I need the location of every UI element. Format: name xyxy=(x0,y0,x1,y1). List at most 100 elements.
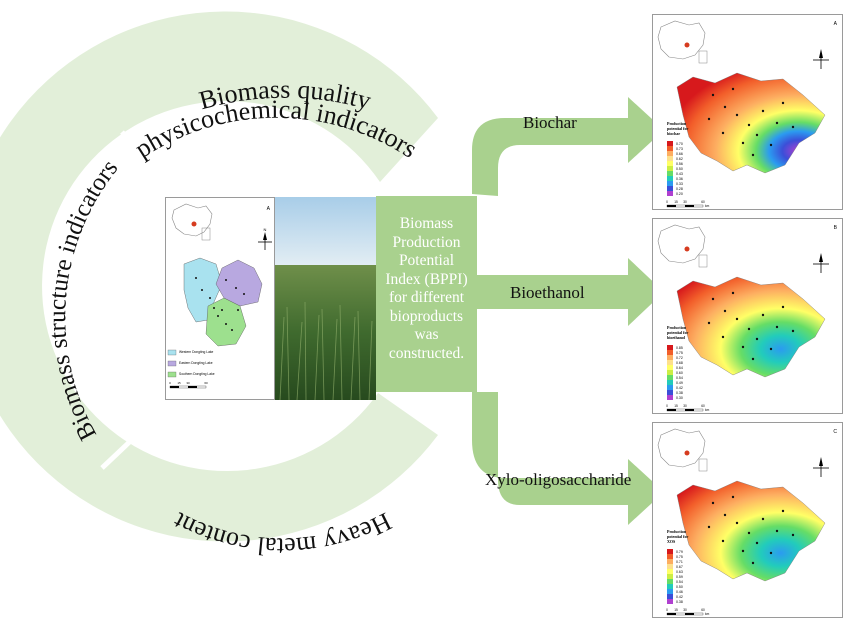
legend-value: 0.71 xyxy=(676,560,683,564)
svg-text:60: 60 xyxy=(204,381,208,385)
scale-label: 60 xyxy=(701,200,705,204)
branch-label-xos: Xylo-oligosaccharide xyxy=(485,470,632,489)
sampling-point xyxy=(723,513,727,517)
legend-label-western: Western Dongting Lake xyxy=(179,350,214,354)
arrow-biochar xyxy=(472,97,664,196)
legend-value: 0.60 xyxy=(676,371,683,375)
legend-value: 0.72 xyxy=(676,356,683,360)
legend-swatch xyxy=(667,549,673,554)
inset-panel-letter: A xyxy=(267,206,271,212)
china-outline xyxy=(657,224,706,264)
map-panel-letter: B xyxy=(834,225,838,231)
legend-swatch xyxy=(667,589,673,594)
sampling-point xyxy=(761,517,765,521)
production-potential-surface xyxy=(676,276,826,378)
arrow-bioethanol xyxy=(477,258,664,326)
sampling-point xyxy=(711,501,715,505)
sampling-point xyxy=(741,141,745,145)
legend-value: 0.59 xyxy=(676,575,683,579)
scale-unit: km xyxy=(705,408,710,412)
legend-value: 0.56 xyxy=(676,162,683,166)
sampling-point xyxy=(721,131,725,135)
legend-value: 0.54 xyxy=(676,376,683,380)
scale-label: 0 xyxy=(666,608,668,612)
legend-swatch xyxy=(667,161,673,166)
center-text: Biomass Production Potential Index (BPPI… xyxy=(378,215,475,363)
legend-swatch xyxy=(667,370,673,375)
sampling-point xyxy=(775,325,779,329)
scale-label: 0 xyxy=(666,200,668,204)
sampling-point xyxy=(751,561,755,565)
legend-title-line: potential for xyxy=(667,126,688,131)
scale-bar-segment xyxy=(685,409,694,411)
sampling-point xyxy=(747,327,751,331)
center-line: Index (BPPI) xyxy=(385,270,468,288)
study-location-marker xyxy=(191,221,197,227)
legend-swatch xyxy=(667,181,673,186)
scale-label: 15 xyxy=(674,200,678,204)
legend-value: 0.42 xyxy=(676,386,683,390)
scale-bar-segment xyxy=(667,409,676,411)
legend-title-line: biochar xyxy=(667,131,680,136)
ring-separator-bottom xyxy=(100,413,160,470)
china-outline xyxy=(657,20,706,60)
sampling-point xyxy=(769,551,773,555)
south-sea-inset xyxy=(698,458,708,472)
sampling-point xyxy=(711,297,715,301)
legend-value: 0.50 xyxy=(676,585,683,589)
scale-bar-segment xyxy=(685,205,694,207)
sampling-point xyxy=(707,117,711,121)
sampling-point xyxy=(751,357,755,361)
legend-value: 0.79 xyxy=(676,550,683,554)
legend-value: 0.64 xyxy=(676,366,683,370)
legend-swatch xyxy=(667,191,673,196)
sampling-point xyxy=(751,153,755,157)
arrow-xos xyxy=(472,392,664,525)
sampling-point xyxy=(723,309,727,313)
legend-swatch xyxy=(667,559,673,564)
south-sea-inset xyxy=(698,254,708,268)
legend-value: 0.68 xyxy=(676,361,683,365)
center-line: was xyxy=(414,326,439,343)
legend-swatch xyxy=(667,390,673,395)
legend-title-line: XOS xyxy=(667,539,676,544)
branch-label-bioethanol: Bioethanol xyxy=(510,283,585,302)
legend-value: 0.49 xyxy=(676,381,683,385)
legend-swatch xyxy=(667,171,673,176)
legend-value: 0.38 xyxy=(676,391,683,395)
legend-value: 0.50 xyxy=(676,167,683,171)
sampling-point xyxy=(741,345,745,349)
legend-value: 0.85 xyxy=(676,346,683,350)
map-panel-letter: C xyxy=(833,429,837,435)
eastern-dongting-region xyxy=(215,259,263,307)
branch-label-biochar: Biochar xyxy=(523,113,577,132)
sampling-point xyxy=(731,291,735,295)
branch-arrows xyxy=(472,97,664,525)
legend-value: 0.20 xyxy=(676,192,683,196)
legend-swatch-western xyxy=(167,349,177,356)
sampling-point xyxy=(769,143,773,147)
study-location-marker xyxy=(684,42,690,48)
center-line: Production xyxy=(392,233,461,251)
indicator-ring xyxy=(0,11,438,542)
center-box xyxy=(376,196,477,392)
center-line: Potential xyxy=(398,252,455,269)
ring-separator-top xyxy=(120,130,172,187)
legend-swatch xyxy=(667,554,673,559)
sampling-point xyxy=(707,525,711,529)
sampling-point xyxy=(781,101,785,105)
legend-value: 0.67 xyxy=(676,565,683,569)
legend-swatch xyxy=(667,584,673,589)
legend-swatch xyxy=(667,365,673,370)
sampling-point xyxy=(721,539,725,543)
legend-swatch xyxy=(667,176,673,181)
legend-swatch xyxy=(667,594,673,599)
legend-title-line: Production xyxy=(667,121,687,126)
sampling-point xyxy=(731,87,735,91)
map-panel-letter: A xyxy=(834,21,838,27)
scale-bar-segment xyxy=(667,613,676,615)
